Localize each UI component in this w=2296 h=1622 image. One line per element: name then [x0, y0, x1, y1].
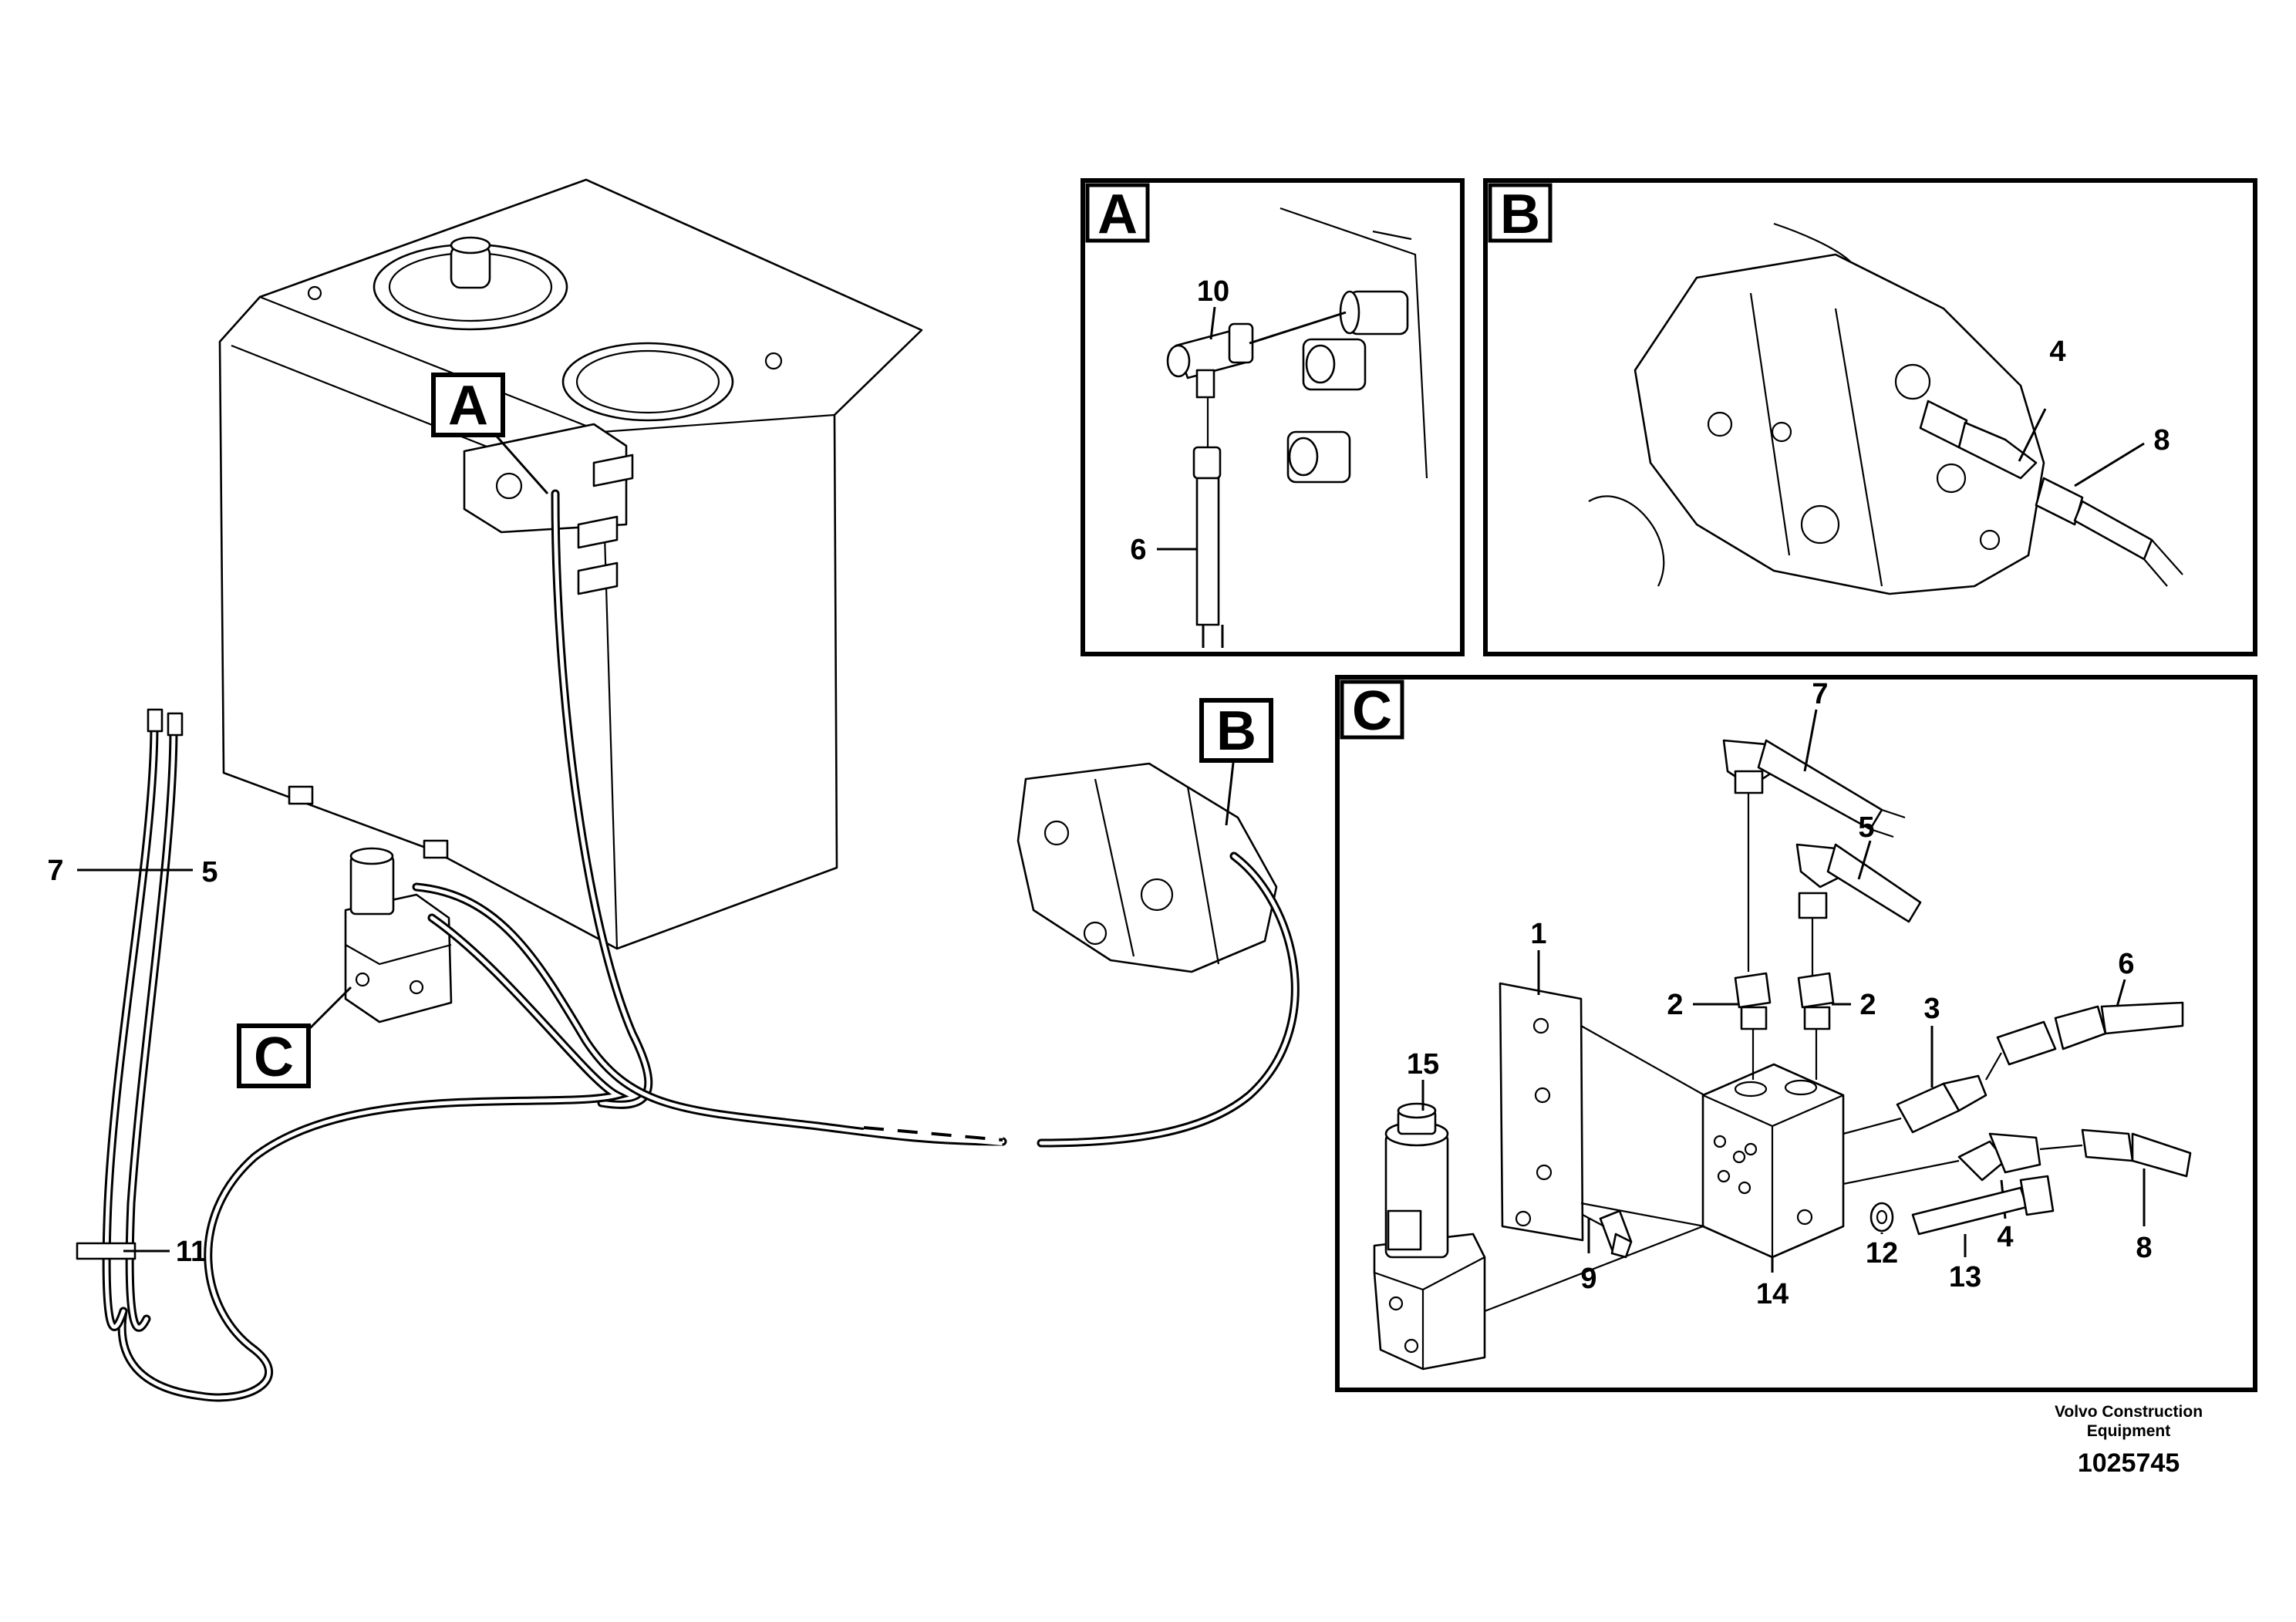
svg-text:C: C — [1352, 680, 1392, 742]
callout-b-main: B — [1199, 698, 1273, 763]
label-c-15: 15 — [1407, 1048, 1439, 1081]
detail-a-panel: A 10 6 — [1081, 178, 1465, 656]
brand-line-1: Volvo Construction — [2054, 1403, 2203, 1421]
label-main-7: 7 — [47, 855, 63, 887]
label-c-6: 6 — [2118, 948, 2134, 980]
label-c-12: 12 — [1866, 1237, 1898, 1270]
callout-c-main: C — [237, 1023, 311, 1088]
label-main-5: 5 — [201, 856, 217, 889]
solenoid-valve-main — [344, 847, 453, 1023]
pump-main — [1017, 762, 1278, 973]
callout-a-main: A — [431, 373, 505, 437]
document-number: 1025745 — [2077, 1448, 2180, 1478]
svg-text:A: A — [448, 375, 488, 437]
label-a-6: 6 — [1130, 534, 1146, 566]
detail-c-panel: C — [1335, 675, 2257, 1392]
brand-text: Volvo Construction Equipment — [2005, 1402, 2252, 1441]
label-c-2b: 2 — [1859, 989, 1876, 1021]
label-c-9: 9 — [1580, 1263, 1596, 1295]
label-c-5: 5 — [1858, 811, 1874, 844]
label-a-10: 10 — [1197, 275, 1229, 308]
label-c-1: 1 — [1530, 918, 1546, 950]
label-c-4: 4 — [1997, 1221, 2013, 1253]
svg-text:A: A — [1097, 184, 1138, 245]
hydraulic-tank — [218, 178, 923, 950]
label-c-14: 14 — [1756, 1278, 1789, 1310]
svg-text:B: B — [1500, 184, 1540, 245]
label-main-11: 11 — [176, 1236, 207, 1268]
svg-text:C: C — [254, 1027, 294, 1088]
label-b-4: 4 — [2049, 336, 2065, 368]
label-c-8: 8 — [2136, 1232, 2152, 1264]
label-c-2a: 2 — [1667, 989, 1683, 1021]
label-c-7: 7 — [1812, 678, 1828, 710]
label-c-3: 3 — [1923, 993, 1940, 1025]
svg-text:B: B — [1216, 700, 1256, 762]
main-illustration — [76, 178, 1300, 1402]
label-c-13: 13 — [1949, 1261, 1981, 1293]
brand-line-2: Equipment — [2086, 1422, 2171, 1440]
label-b-8: 8 — [2153, 424, 2170, 457]
detail-b-panel: B 4 8 — [1483, 178, 2257, 656]
